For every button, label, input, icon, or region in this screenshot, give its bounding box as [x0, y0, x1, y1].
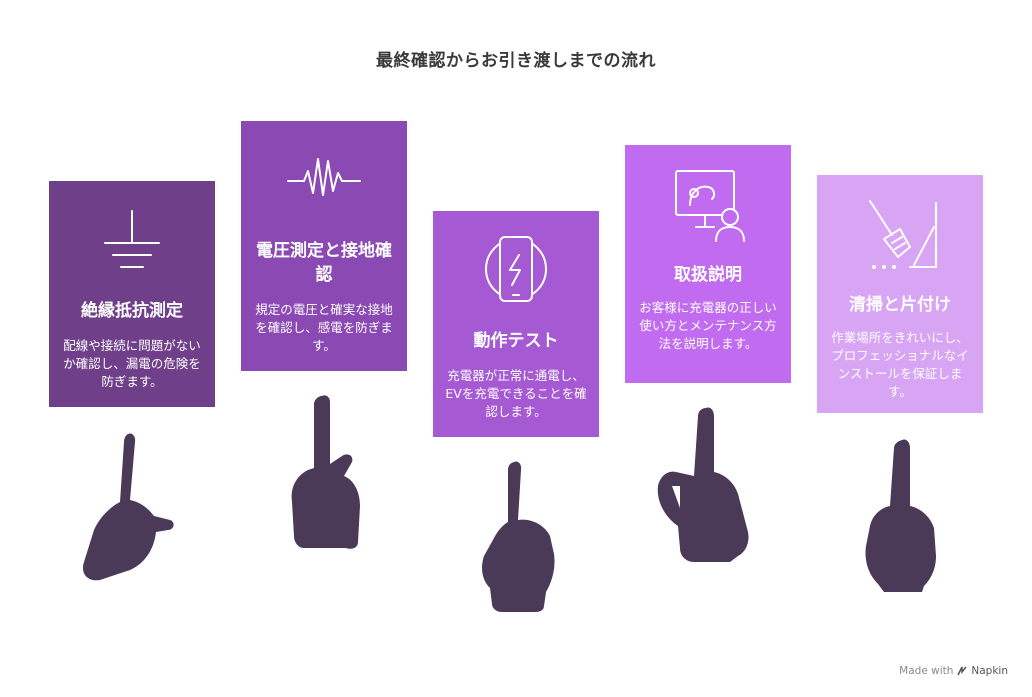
page-title: 最終確認からお引き渡しまでの流れ [376, 51, 656, 71]
presentation-icon [675, 170, 745, 242]
wireless-charging-icon [485, 236, 547, 302]
step-description: 作業場所をきれいにし、プロフェッショナルなインストールを保証します。 [831, 330, 969, 399]
waveform-icon [287, 158, 361, 196]
broom-icon [869, 200, 937, 269]
pointing-hand-icon [657, 407, 749, 562]
footer-brand: Napkin [971, 665, 1008, 677]
step-heading: 動作テスト [473, 331, 559, 351]
step-card-cleaning: 清掃と片付け 作業場所をきれいにし、プロフェッショナルなインストールを保証します… [817, 175, 983, 413]
step-card-insulation: 絶縁抵抗測定 配線や接続に問題がないか確認し、漏電の危険を防ぎます。 [49, 181, 215, 407]
footer-attribution: Made with Napkin [899, 665, 1008, 677]
step-heading: 清掃と片付け [849, 295, 951, 315]
pointing-hand-icon [482, 461, 555, 612]
step-description: お客様に充電器の正しい使い方とメンテナンス方法を説明します。 [639, 300, 777, 351]
pointing-hand-icon [865, 439, 936, 592]
step-card-operation-test: 動作テスト 充電器が正常に通電し、EVを充電できることを確認します。 [433, 211, 599, 437]
step-heading: 取扱説明 [674, 265, 742, 285]
step-heading: 電圧測定と接地確認 [256, 241, 392, 285]
step-card-instructions: 取扱説明 お客様に充電器の正しい使い方とメンテナンス方法を説明します。 [625, 145, 791, 383]
step-card-voltage: 電圧測定と接地確認 規定の電圧と確実な接地を確認し、感電を防ぎます。 [241, 121, 407, 371]
footer-prefix: Made with [899, 665, 954, 677]
pointing-hand-icon [82, 433, 174, 581]
step-heading: 絶縁抵抗測定 [81, 301, 183, 321]
step-description: 充電器が正常に通電し、EVを充電できることを確認します。 [445, 368, 587, 419]
step-description: 配線や接続に問題がないか確認し、漏電の危険を防ぎます。 [63, 338, 201, 389]
pointing-hand-icon [291, 395, 360, 549]
step-description: 規定の電圧と確実な接地を確認し、感電を防ぎます。 [255, 302, 393, 353]
ground-icon [104, 210, 160, 268]
napkin-logo-icon [957, 666, 967, 676]
